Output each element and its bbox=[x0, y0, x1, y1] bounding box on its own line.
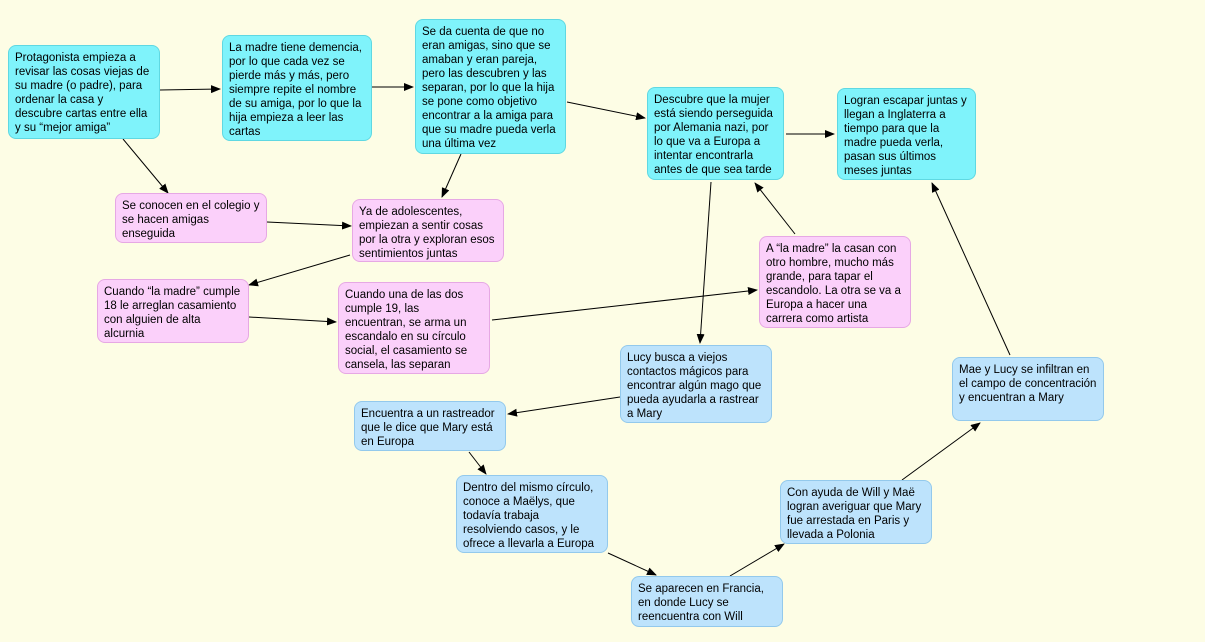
node-lucy-busca[interactable]: Lucy busca a viejos contactos mágicos pa… bbox=[620, 345, 772, 423]
arrow-b5-b6 bbox=[901, 422, 981, 481]
node-rastreador[interactable]: Encuentra a un rastreador que le dice qu… bbox=[354, 401, 506, 451]
arrow-n3-p2 bbox=[441, 153, 462, 198]
arrow-b6-n5 bbox=[931, 182, 1011, 356]
arrow-b4-b5 bbox=[729, 543, 785, 577]
node-casan-otro-hombre[interactable]: A “la madre” la casan con otro hombre, m… bbox=[759, 236, 911, 328]
node-madre-demencia[interactable]: La madre tiene demencia, por lo que cada… bbox=[222, 35, 372, 141]
node-francia[interactable]: Se aparecen en Francia, en donde Lucy se… bbox=[631, 576, 783, 627]
node-will-mae[interactable]: Con ayuda de Will y Maë logran averiguar… bbox=[780, 480, 932, 544]
arrow-p5-n4 bbox=[754, 182, 796, 235]
node-cumple-19[interactable]: Cuando una de las dos cumple 19, las enc… bbox=[338, 282, 490, 374]
node-se-da-cuenta[interactable]: Se da cuenta de que no eran amigas, sino… bbox=[415, 19, 566, 154]
node-descubre-persecucion[interactable]: Descubre que la mujer está siendo perseg… bbox=[647, 87, 784, 180]
node-se-conocen[interactable]: Se conocen en el colegio y se hacen amig… bbox=[115, 193, 267, 243]
arrow-p3-p4 bbox=[248, 316, 337, 326]
node-infiltran[interactable]: Mae y Lucy se infiltran en el campo de c… bbox=[952, 357, 1104, 421]
arrow-p4-p5 bbox=[491, 287, 758, 321]
arrow-b3-b4 bbox=[607, 552, 657, 576]
arrow-n1-n2 bbox=[159, 85, 221, 94]
arrow-b2-b3 bbox=[468, 451, 487, 475]
arrow-p1-p2 bbox=[266, 221, 352, 230]
node-adolescentes[interactable]: Ya de adolescentes, empiezan a sentir co… bbox=[352, 199, 504, 262]
node-maelys[interactable]: Dentro del mismo círculo, conoce a Maëly… bbox=[456, 475, 608, 553]
arrow-n1-p1 bbox=[122, 138, 169, 194]
node-logran-escapar[interactable]: Logran escapar juntas y llegan a Inglate… bbox=[837, 88, 976, 180]
node-la-madre-18[interactable]: Cuando “la madre” cumple 18 le arreglan … bbox=[97, 279, 249, 343]
arrow-b1-b2 bbox=[507, 396, 621, 417]
arrow-n4-b1 bbox=[696, 181, 712, 344]
arrow-p2-p3 bbox=[248, 254, 351, 287]
arrow-n3-n4 bbox=[566, 101, 646, 121]
node-protagonista-revisa-cosas[interactable]: Protagonista empieza a revisar las cosas… bbox=[8, 45, 160, 139]
